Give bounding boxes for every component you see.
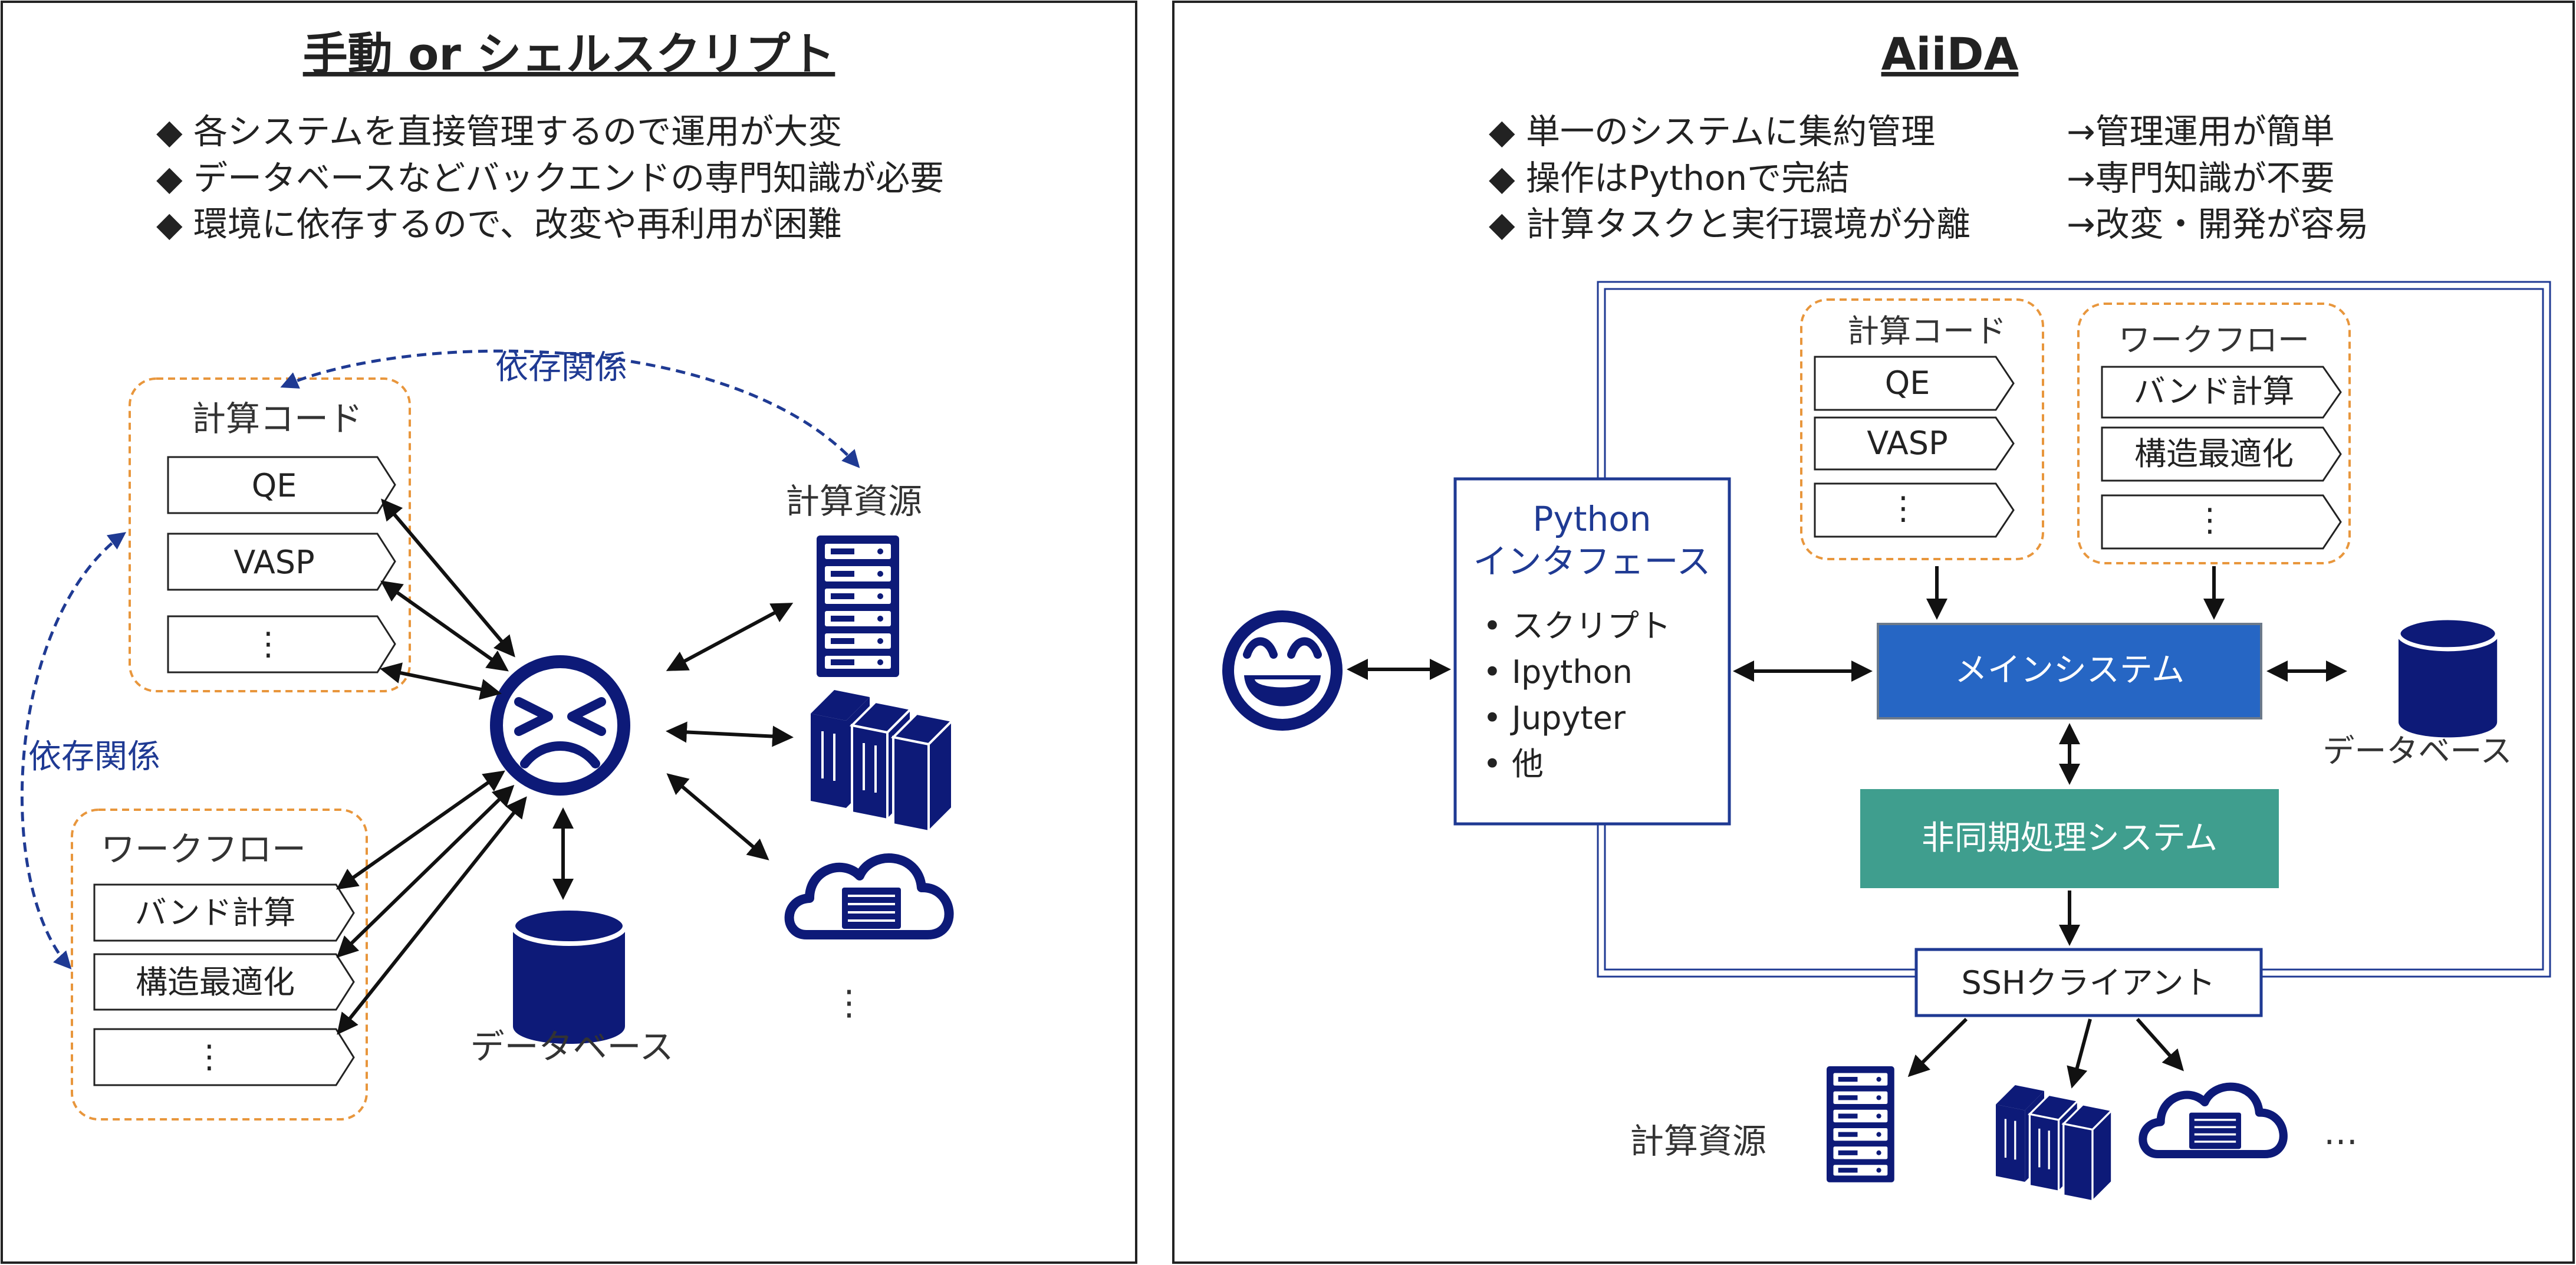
right-wf-more-tag	[2101, 494, 2342, 550]
right-code-vasp-label: VASP	[1867, 425, 1947, 462]
right-panel-title: AiiDA	[1881, 28, 2019, 80]
left-workflow-group-label: ワークフロー	[101, 829, 306, 869]
right-wf-relax-label: 構造最適化	[2134, 435, 2294, 472]
right-wf-relax-tag	[2101, 426, 2342, 482]
dependency-label-top: 依存関係	[495, 349, 627, 387]
right-server-icon	[1827, 1066, 1894, 1182]
right-code-more-label: ⋮	[1887, 489, 1919, 527]
left-database-label: データベース	[470, 1027, 673, 1067]
left-bullet-2: ◆ データベースなどバックエンドの専門知識が必要	[156, 158, 944, 198]
python-interface-box	[1453, 477, 1731, 826]
ssh-client-box	[1914, 948, 2263, 1017]
right-panel-frame	[1172, 1, 2575, 1264]
right-bullet-1: ◆ 単一のシステムに集約管理	[1489, 111, 1935, 152]
left-cloud-icon	[789, 858, 949, 935]
right-workflow-group-label: ワークフロー	[2118, 321, 2309, 359]
left-more-resources: ⋮	[832, 983, 866, 1023]
right-code-vasp-tag	[1814, 416, 2015, 471]
main-system-box	[1877, 623, 2262, 719]
left-code-qe-label: QE	[252, 467, 297, 504]
right-workflow-group	[2077, 303, 2351, 564]
right-wf-more-label: ⋮	[2194, 501, 2226, 538]
main-system-label: メインシステム	[1955, 651, 2184, 689]
left-wf-band-label: バンド計算	[135, 894, 296, 931]
python-item-ipython: • Ipython	[1483, 653, 1633, 691]
python-interface-title-1: Python	[1532, 499, 1651, 539]
left-database-icon	[513, 908, 625, 1044]
right-code-qe-label: QE	[1885, 364, 1930, 402]
right-wf-band-tag	[2101, 366, 2342, 419]
left-wf-more-label: ⋮	[193, 1038, 225, 1075]
python-item-script: • スクリプト	[1483, 607, 1671, 645]
python-item-other: • 他	[1483, 745, 1544, 783]
right-cloud-icon	[2143, 1087, 2283, 1154]
python-interface-title-2: インタフェース	[1473, 541, 1710, 581]
async-system-label: 非同期処理システム	[1922, 819, 2218, 857]
left-resources-label: 計算資源	[785, 481, 922, 521]
left-panel-frame	[1, 1, 1137, 1264]
right-arrows	[1347, 566, 2347, 1089]
left-bullet-1: ◆ 各システムを直接管理するので運用が大変	[156, 111, 842, 152]
left-wf-relax-label: 構造最適化	[136, 964, 295, 1001]
right-code-group-label: 計算コード	[1847, 313, 2006, 350]
dependency-arrow-left	[20, 532, 127, 970]
left-cluster-icon	[810, 689, 953, 833]
left-face-arrows	[336, 498, 794, 1035]
left-bullet-3: ◆ 環境に依存するので、改変や再利用が困難	[156, 204, 842, 244]
right-code-more-tag	[1814, 482, 2015, 538]
right-bullet-2-result: →専門知識が不要	[2067, 158, 2335, 198]
right-bullet-3: ◆ 計算タスクと実行環境が分離	[1489, 204, 1970, 244]
right-bullet-2: ◆ 操作はPythonで完結	[1489, 158, 1850, 198]
right-code-qe-tag	[1814, 356, 2015, 411]
right-wf-band-label: バンド計算	[2134, 373, 2295, 410]
right-cluster-icon	[1995, 1084, 2113, 1202]
left-code-vasp-label: VASP	[233, 544, 314, 581]
right-bullet-1-result: →管理運用が簡単	[2067, 111, 2335, 152]
right-database-icon	[2399, 618, 2497, 737]
right-resources-label: 計算資源	[1630, 1121, 1766, 1161]
python-item-jupyter: • Jupyter	[1483, 699, 1626, 737]
right-code-group	[1800, 298, 2044, 560]
right-more-resources: …	[2324, 1112, 2358, 1152]
left-code-group-label: 計算コード	[192, 399, 363, 439]
async-system-box	[1860, 789, 2279, 888]
left-code-more-label: ⋮	[252, 625, 284, 662]
right-database-label: データベース	[2322, 732, 2512, 770]
dependency-arrow-top	[280, 349, 860, 468]
ssh-client-label: SSHクライアント	[1962, 964, 2216, 1001]
left-code-group	[129, 377, 411, 692]
right-bullet-3-result: →改変・開発が容易	[2067, 204, 2369, 244]
left-panel-title: 手動 or シェルスクリプト	[303, 28, 835, 80]
smiling-face-icon	[1222, 610, 1343, 731]
left-server-icon	[817, 535, 899, 677]
frustrated-face-icon	[490, 655, 630, 796]
left-wf-more-tag	[93, 1028, 355, 1086]
dependency-label-left: 依存関係	[28, 738, 160, 776]
